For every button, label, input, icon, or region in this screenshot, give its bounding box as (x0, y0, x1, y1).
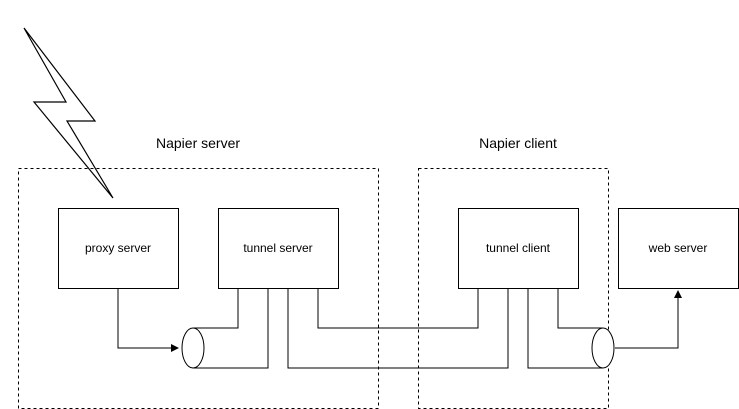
napier-server-label: Napier server (156, 135, 240, 151)
lightning-bolt-icon (23, 27, 114, 199)
napier-client-label: Napier client (479, 135, 557, 151)
pipe-icon (181, 289, 269, 369)
proxy-to-pipe-arrow (117, 289, 179, 352)
tunnel-client-label: tunnel client (486, 241, 551, 255)
tunnel-server-node (218, 208, 339, 289)
tunnel-outer-line (287, 289, 509, 369)
tunnel-client-node (458, 208, 579, 289)
web-server-label: web server (648, 241, 708, 255)
pipe-icon (527, 289, 615, 369)
proxy-server-label: proxy server (85, 241, 151, 255)
tunnel-server-label: tunnel server (243, 241, 312, 255)
pipe-to-web-server-arrow (615, 290, 682, 349)
tunnel-inner-line (317, 289, 479, 329)
proxy-server-node (58, 208, 179, 289)
web-server-node (618, 208, 739, 289)
